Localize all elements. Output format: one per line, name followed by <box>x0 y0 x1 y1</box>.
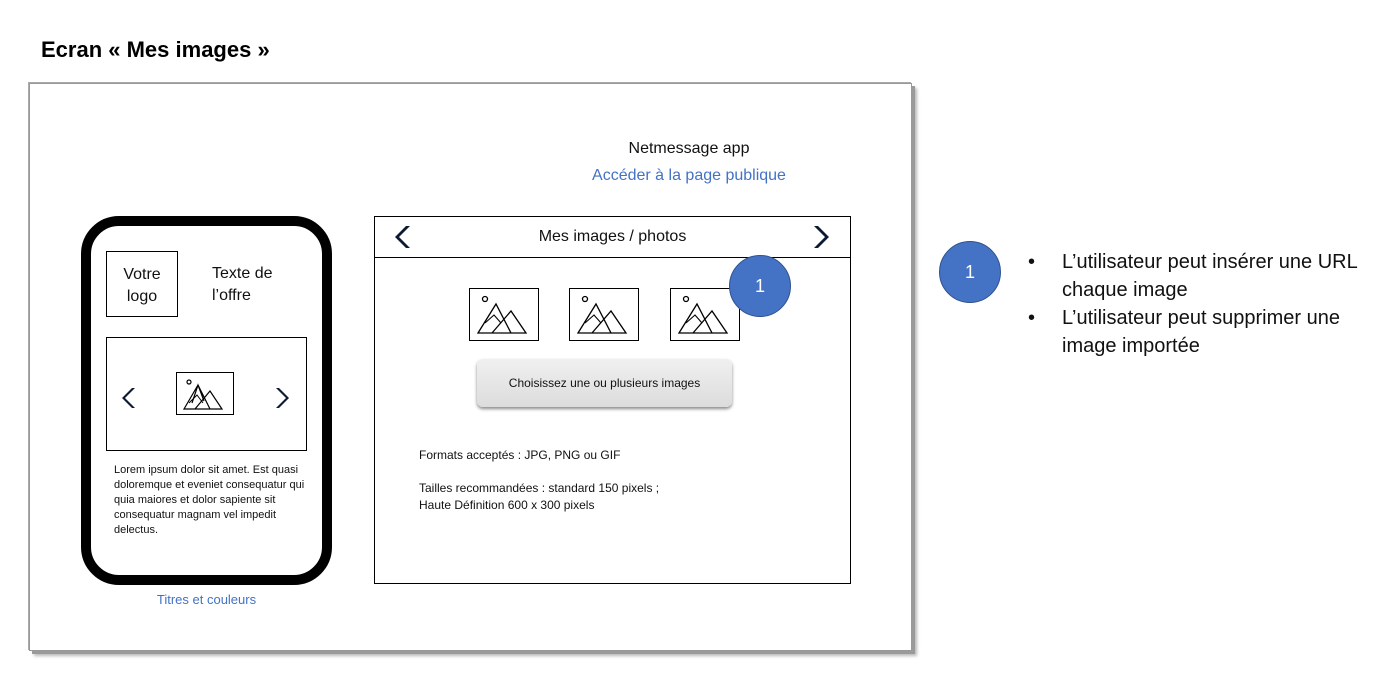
offer-description: Lorem ipsum dolor sit amet. Est quasi do… <box>114 464 305 536</box>
bullet-icon: • <box>1028 251 1036 273</box>
logo-label-line1: Votre <box>123 266 161 283</box>
logo-placeholder[interactable]: Votre logo <box>106 251 178 317</box>
chevron-right-icon[interactable] <box>272 386 290 410</box>
offer-text: Texte de l’offre <box>212 263 272 307</box>
annotation-badge: 1 <box>729 255 791 317</box>
image-placeholder-icon[interactable] <box>469 288 539 341</box>
chevron-right-icon[interactable] <box>809 224 829 250</box>
chevron-left-icon[interactable] <box>121 386 139 410</box>
annotation-notes: • L’utilisateur peut insérer une URL chaq… <box>1028 248 1358 360</box>
logo-label-line2: logo <box>126 288 158 305</box>
screen-title: Ecran « Mes images » <box>41 37 270 62</box>
bullet-icon: • <box>1028 307 1036 329</box>
note-item: • L’utilisateur peut insérer une URL chaq… <box>1028 248 1358 304</box>
offer-text-line2: l’offre <box>212 287 251 304</box>
chevron-left-icon[interactable] <box>395 224 415 250</box>
note-text: L’utilisateur peut insérer une URL chaqu… <box>1062 251 1357 301</box>
note-text: L’utilisateur peut supprimer une image i… <box>1062 307 1340 357</box>
phone-carousel <box>106 337 307 451</box>
offer-text-line1: Texte de <box>212 265 273 282</box>
panel-header-divider <box>374 257 851 258</box>
annotation-badge: 1 <box>939 241 1001 303</box>
image-placeholder-icon <box>176 372 234 415</box>
note-item: • L’utilisateur peut supprimer une image … <box>1028 304 1358 360</box>
image-placeholder-icon[interactable] <box>670 288 740 341</box>
public-page-link[interactable]: Accéder à la page publique <box>592 167 786 184</box>
choose-images-button[interactable]: Choisissez une ou plusieurs images <box>477 359 732 407</box>
titles-colors-link[interactable]: Titres et couleurs <box>156 592 257 607</box>
accepted-formats: Formats acceptés : JPG, PNG ou GIF <box>419 448 621 462</box>
app-name: Netmessage app <box>628 140 750 157</box>
image-placeholder-icon[interactable] <box>569 288 639 341</box>
recommended-sizes: Tailles recommandées : standard 150 pixe… <box>419 481 660 512</box>
panel-title: Mes images / photos <box>538 228 687 245</box>
